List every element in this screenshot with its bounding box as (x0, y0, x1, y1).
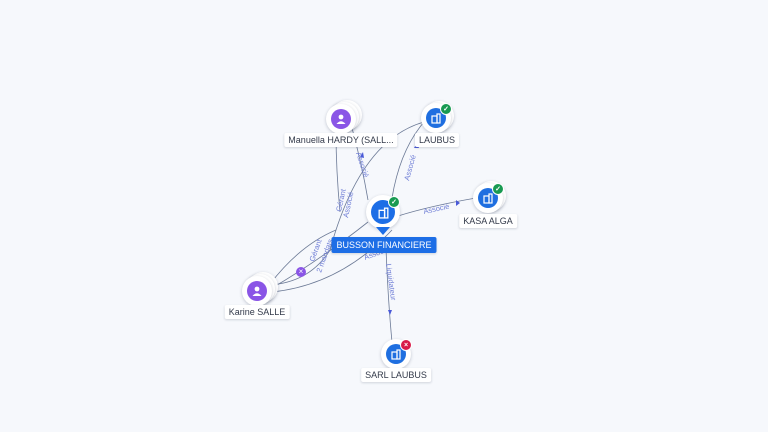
arrow-kasa (456, 200, 460, 206)
node-label-busson[interactable]: BUSSON FINANCIERE (331, 237, 437, 253)
edge-label-laubus-associe: Associé (402, 154, 417, 182)
edge-label-manuella-associe: Associé (354, 151, 371, 179)
arrow-manuella (360, 152, 364, 158)
pin-tip-icon (376, 227, 390, 235)
person-icon (247, 281, 267, 301)
check-icon: ✓ (492, 183, 504, 195)
edge-kasa-busson (397, 197, 477, 217)
edge-laubus-busson (391, 121, 425, 199)
node-label-sarl[interactable]: SARL LAUBUS (361, 368, 431, 382)
close-icon: × (400, 339, 412, 351)
check-icon: ✓ (388, 196, 400, 208)
edge-label-sarl-liquidateur: Liquidateur (384, 263, 398, 302)
node-label-kasa[interactable]: KASA ALGA (459, 214, 517, 228)
check-icon: ✓ (440, 103, 452, 115)
person-icon (331, 109, 351, 129)
node-label-manuella[interactable]: Manuella HARDY (SALL... (284, 133, 398, 147)
edge-karine-busson-3 (269, 229, 337, 285)
arrow-sarl (388, 310, 392, 315)
edge-busson-sarl (385, 247, 393, 343)
node-label-laubus[interactable]: LAUBUS (414, 133, 460, 147)
node-label-karine[interactable]: Karine SALLE (224, 305, 290, 319)
edge-karine-busson-1 (271, 221, 369, 289)
mandates-count-badge[interactable]: × (296, 267, 306, 277)
edge-label-kasa-associe: Associé (423, 202, 451, 216)
